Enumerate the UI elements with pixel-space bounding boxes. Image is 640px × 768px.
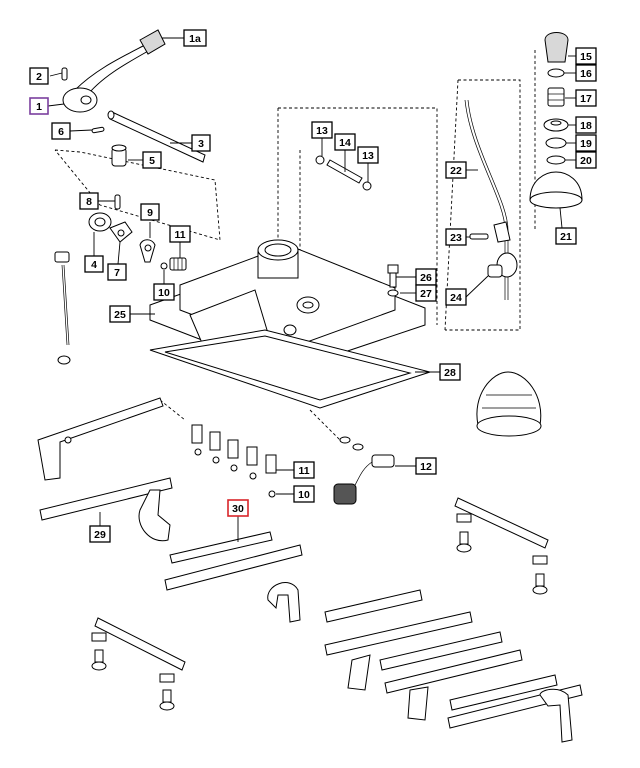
mounting-bolts [91,513,548,711]
callout-20: 20 [575,151,597,169]
callout-2: 2 [29,67,49,85]
bolt-and-washer [387,264,399,297]
svg-text:7: 7 [114,267,120,279]
svg-text:11: 11 [174,229,185,241]
callout-6: 6 [51,122,71,140]
svg-text:6: 6 [58,126,64,138]
callout-30: 30 [227,499,249,517]
callout-8: 8 [79,192,99,210]
svg-text:11: 11 [298,465,309,477]
leader-lines [47,37,576,542]
svg-text:1: 1 [36,101,42,113]
svg-text:30: 30 [232,503,244,515]
callout-15: 15 [575,47,597,65]
callout-12: 12 [415,457,437,475]
shift-lever-assembly [464,32,583,300]
svg-text:10: 10 [158,287,170,299]
callout-29: 29 [89,525,111,543]
gear-lever-assembly [54,29,206,365]
callout-28: 28 [439,363,461,381]
callout-1: 1 [29,97,49,115]
svg-text:8: 8 [86,196,92,208]
svg-text:27: 27 [420,288,432,300]
callout-21: 21 [555,227,577,245]
svg-text:13: 13 [362,150,374,162]
svg-text:16: 16 [580,68,592,80]
svg-text:12: 12 [420,461,432,473]
svg-text:25: 25 [114,309,126,321]
svg-text:29: 29 [94,529,106,541]
svg-text:17: 17 [580,93,592,105]
callout-19: 19 [575,134,597,152]
svg-text:26: 26 [420,272,432,284]
callout-11-upper: 11 [169,225,191,243]
callout-22: 22 [445,161,467,179]
svg-text:1a: 1a [189,33,201,45]
callout-10-lower: 10 [293,485,315,503]
callout-1a: 1a [183,29,207,47]
svg-text:9: 9 [147,207,153,219]
svg-text:22: 22 [450,165,462,177]
callout-27: 27 [415,284,437,302]
rubber-gaiter [476,371,542,437]
shift-rod-l-shaped [37,397,164,481]
svg-text:15: 15 [580,51,592,63]
svg-text:3: 3 [198,138,204,150]
callout-25: 25 [109,305,131,323]
sensor-with-connector [333,436,395,505]
callout-13-right: 13 [357,146,379,164]
callout-18: 18 [575,116,597,134]
svg-text:24: 24 [450,292,462,304]
callout-24: 24 [445,288,467,306]
svg-text:28: 28 [444,367,456,379]
svg-text:2: 2 [36,71,42,83]
callout-3: 3 [191,134,211,152]
svg-text:5: 5 [149,155,155,167]
svg-text:19: 19 [580,138,592,150]
callout-5: 5 [142,151,162,169]
svg-text:13: 13 [316,125,328,137]
pivot-pins [315,155,372,191]
svg-text:20: 20 [580,155,592,167]
svg-text:23: 23 [450,232,462,244]
callout-14: 14 [334,133,356,151]
callout-26: 26 [415,268,437,286]
svg-text:4: 4 [91,259,97,271]
callout-11-lower: 11 [293,461,315,479]
callout-13-left: 13 [311,121,333,139]
gearbox-cover-housing [149,239,426,373]
svg-text:14: 14 [339,137,351,149]
svg-text:10: 10 [298,489,310,501]
svg-text:18: 18 [580,120,592,132]
svg-text:21: 21 [560,231,572,243]
detent-springs-and-balls [191,424,277,498]
gasket [149,329,432,409]
callout-23: 23 [445,228,467,246]
callout-4: 4 [84,255,104,273]
callout-17: 17 [575,89,597,107]
shift-rails-and-forks [39,477,583,743]
callout-7: 7 [107,263,127,281]
callout-9: 9 [140,203,160,221]
callout-10-upper: 10 [153,283,175,301]
callout-16: 16 [575,64,597,82]
